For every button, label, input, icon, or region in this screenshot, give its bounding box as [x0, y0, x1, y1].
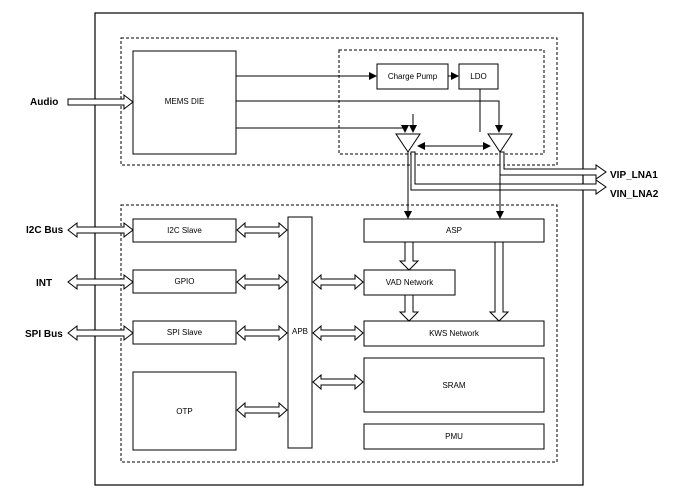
i2c-apb-arrow	[236, 221, 288, 239]
vip-lna1-label: VIP_LNA1	[610, 170, 658, 181]
spi-bus-arrow	[67, 324, 134, 342]
i2c-slave-block	[132, 218, 237, 243]
asp-to-kws-arrow	[488, 241, 510, 322]
otp-apb-arrow	[236, 401, 288, 419]
lna1-amplifier	[395, 133, 421, 153]
asp-block	[363, 218, 545, 243]
spi-slave-block	[132, 320, 237, 345]
sram-block	[363, 357, 545, 413]
charge-pump-label: Charge Pump	[388, 72, 438, 81]
apb-bus-block	[287, 216, 313, 449]
audio-input-arrow	[67, 93, 134, 111]
i2c-slave-label: I2C Slave	[167, 226, 202, 235]
apb-sram-arrow	[312, 373, 364, 391]
asp-label: ASP	[446, 226, 462, 235]
mems-die-label: MEMS DIE	[165, 97, 205, 106]
power-section-boundary	[338, 49, 545, 155]
spi-slave-label: SPI Slave	[167, 328, 203, 337]
spi-bus-label: SPI Bus	[25, 329, 63, 340]
kws-network-block	[363, 320, 545, 347]
otp-block	[132, 371, 237, 451]
apb-vad-arrow	[312, 273, 364, 291]
pmu-block	[363, 423, 545, 450]
gpio-label: GPIO	[174, 277, 194, 286]
ldo-block	[458, 63, 499, 90]
int-label: INT	[36, 278, 52, 289]
sram-label: SRAM	[442, 381, 465, 390]
kws-network-label: KWS Network	[429, 329, 480, 338]
i2c-bus-label: I2C Bus	[26, 225, 64, 236]
chip-outline	[94, 12, 584, 486]
lna2-amplifier	[487, 133, 513, 153]
asp-to-vad-arrow	[398, 241, 420, 271]
apb-label: APB	[292, 327, 308, 336]
gpio-apb-arrow	[236, 273, 288, 291]
otp-label: OTP	[176, 407, 192, 416]
i2c-bus-arrow	[67, 221, 134, 239]
mems-to-amp1-line	[236, 125, 409, 133]
vad-network-label: VAD Network	[386, 278, 434, 287]
audio-label: Audio	[30, 97, 58, 108]
apb-kws-arrow	[312, 324, 364, 342]
mems-to-amp2-line	[236, 100, 503, 133]
ldo-label: LDO	[470, 72, 486, 81]
pmu-label: PMU	[445, 432, 463, 441]
vin-lna2-label: VIN_LNA2	[610, 189, 659, 200]
int-arrow	[67, 273, 134, 291]
vad-to-kws-arrow	[398, 294, 420, 322]
vad-network-block	[363, 269, 456, 296]
vin-lna2-output-arrow	[410, 151, 607, 195]
spi-apb-arrow	[236, 324, 288, 342]
gpio-block	[132, 269, 237, 294]
mems-die-block	[132, 50, 237, 155]
vip-lna1-output-arrow	[499, 151, 607, 180]
